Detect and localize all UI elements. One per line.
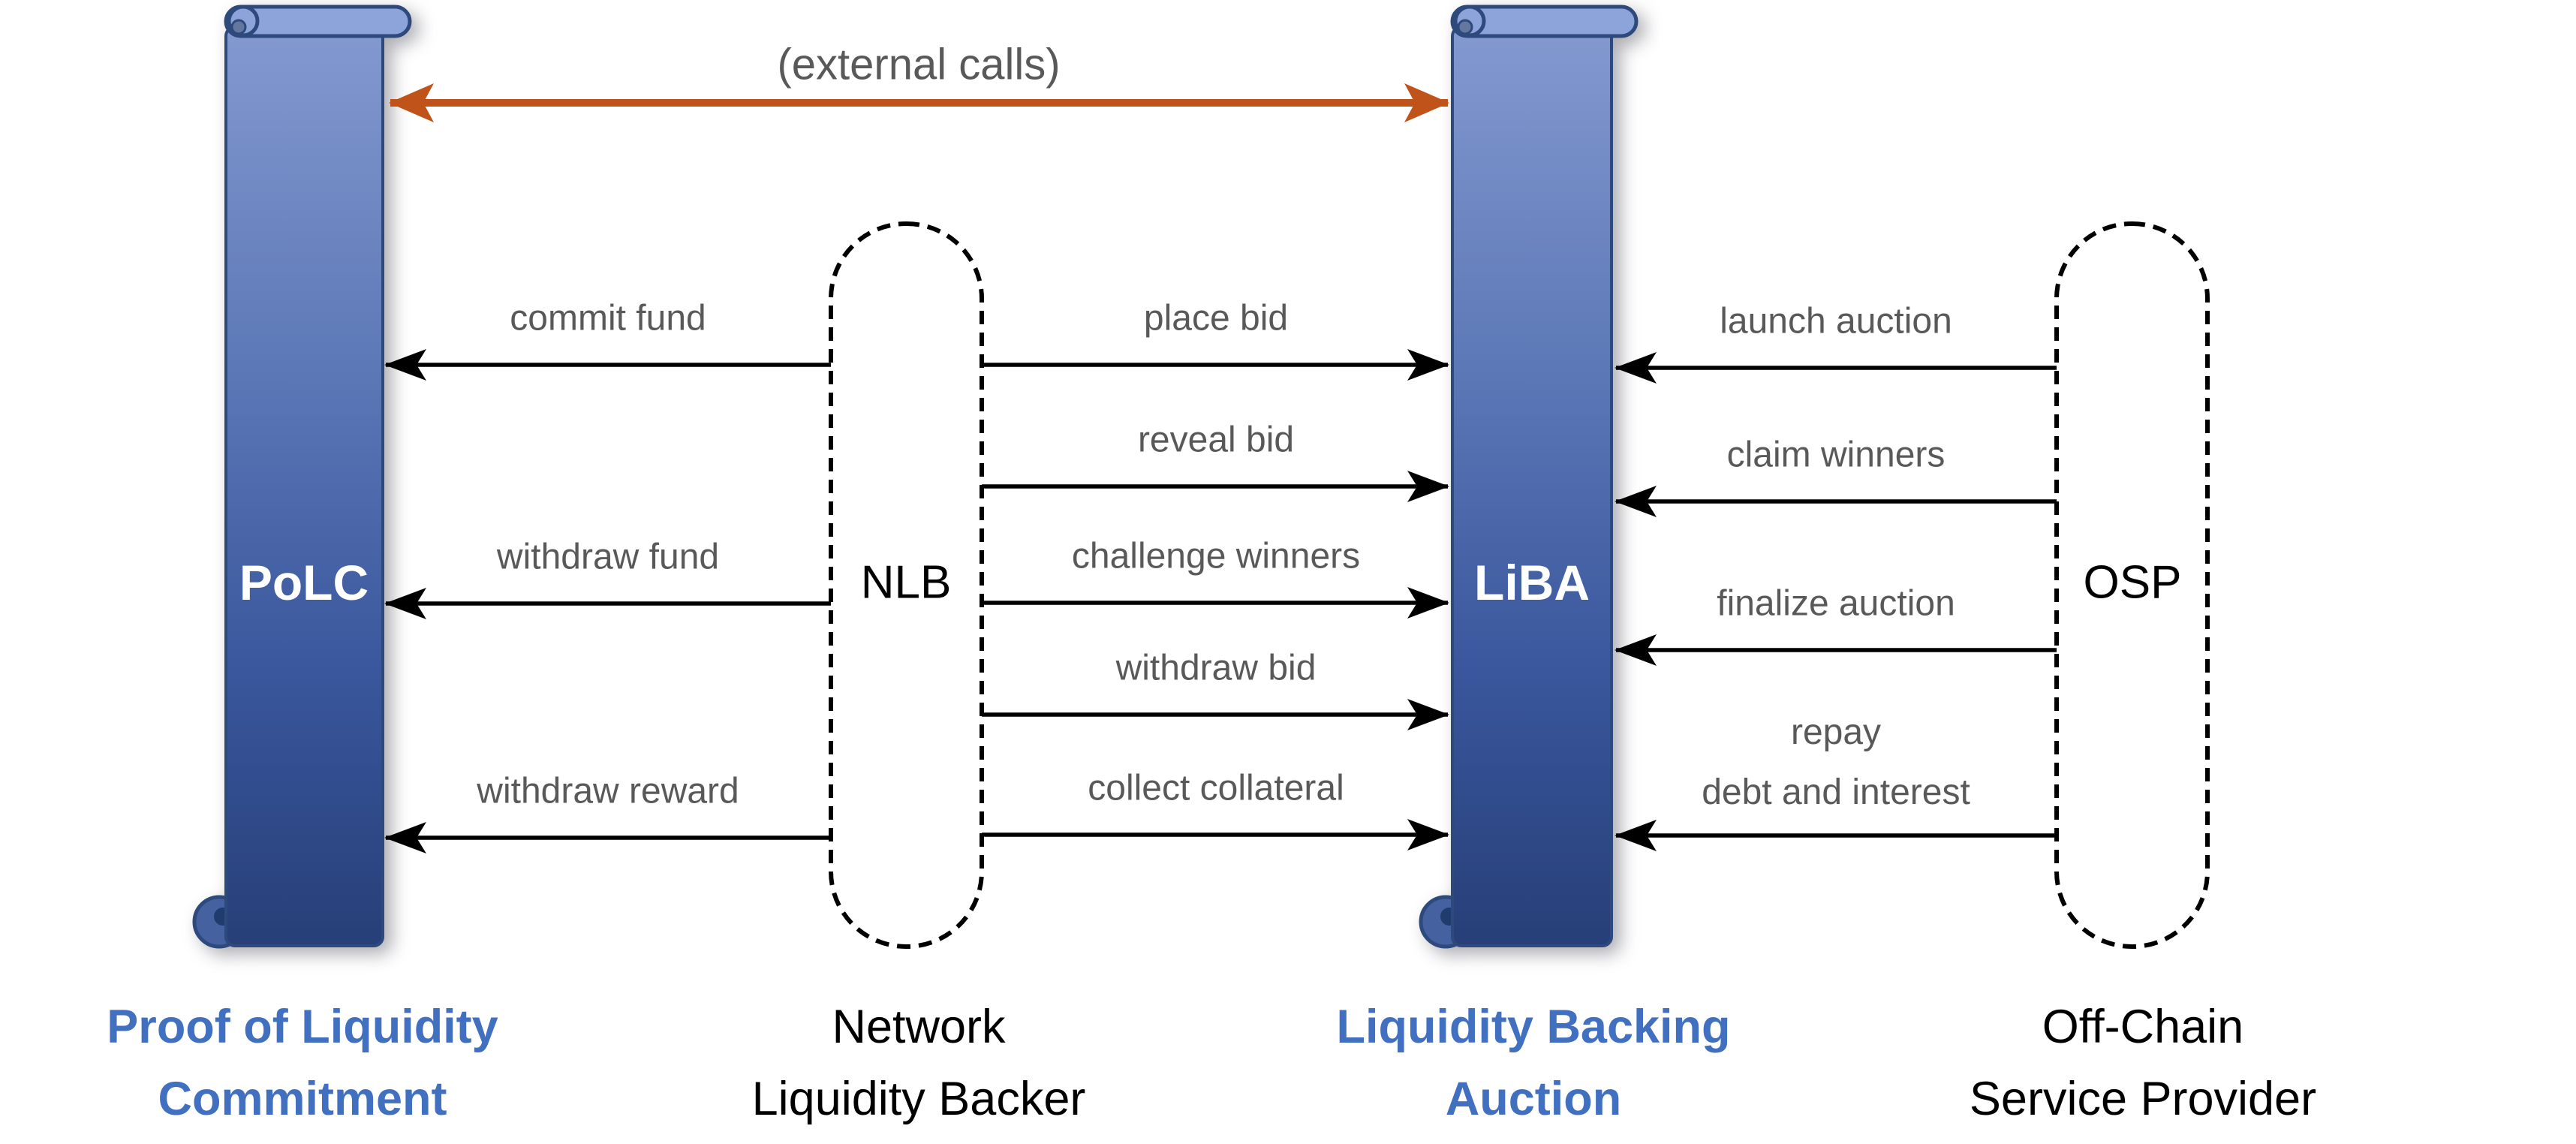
osp-caption-line1: Off-Chain [2042, 1001, 2244, 1053]
call-label-repay-debt: repay debt and interest [1702, 703, 1970, 823]
nlb-actor-oval [829, 221, 984, 949]
osp-caption-line2: Service Provider [1969, 1073, 2317, 1125]
nlb-name: NLB [860, 556, 952, 609]
nlb-caption: Network Liquidity Backer [752, 991, 1086, 1135]
call-label-claim-winners: claim winners [1726, 435, 1946, 475]
call-label-commit-fund: commit fund [510, 298, 706, 339]
liba-top-roll [1450, 5, 1639, 38]
call-label-withdraw-fund: withdraw fund [496, 537, 720, 577]
polc-caption-line2: Commitment [158, 1073, 447, 1125]
call-label-reveal-bid: reveal bid [1137, 420, 1295, 460]
polc-contract-shape [192, 5, 412, 949]
polc-name: PoLC [239, 555, 369, 610]
liba-contract-shape [1419, 5, 1639, 949]
osp-caption: Off-Chain Service Provider [1970, 991, 2316, 1135]
liba-bar-body [1451, 26, 1613, 947]
osp-name: OSP [2083, 556, 2182, 609]
polc-top-roll [224, 5, 412, 38]
liba-name: LiBA [1474, 555, 1590, 610]
call-label-withdraw-reward: withdraw reward [477, 771, 739, 811]
call-label-withdraw-bid: withdraw bid [1115, 648, 1317, 688]
liba-caption-line1: Liquidity Backing [1336, 1001, 1731, 1053]
nlb-caption-line1: Network [832, 1001, 1006, 1053]
polc-caption: Proof of Liquidity Commitment [107, 991, 498, 1135]
liba-caption: Liquidity Backing Auction [1336, 991, 1730, 1135]
call-label-finalize-auction: finalize auction [1717, 583, 1955, 624]
call-label-place-bid: place bid [1143, 298, 1289, 339]
polc-top-curl-notch [230, 19, 247, 35]
call-label-challenge-winners: challenge winners [1071, 536, 1361, 577]
polc-caption-line1: Proof of Liquidity [107, 1001, 498, 1053]
external-calls-label: (external calls) [777, 40, 1061, 89]
call-label-collect-collateral: collect collateral [1088, 768, 1344, 808]
call-label-repay-line1: repay [1790, 712, 1882, 752]
osp-actor-oval [2054, 221, 2210, 949]
call-label-launch-auction: launch auction [1720, 301, 1952, 342]
polc-bar-body [224, 26, 384, 947]
call-label-repay-line2: debt and interest [1702, 772, 1970, 812]
nlb-caption-line2: Liquidity Backer [751, 1073, 1086, 1125]
liba-top-curl-notch [1457, 19, 1473, 35]
liba-caption-line2: Auction [1445, 1073, 1622, 1125]
